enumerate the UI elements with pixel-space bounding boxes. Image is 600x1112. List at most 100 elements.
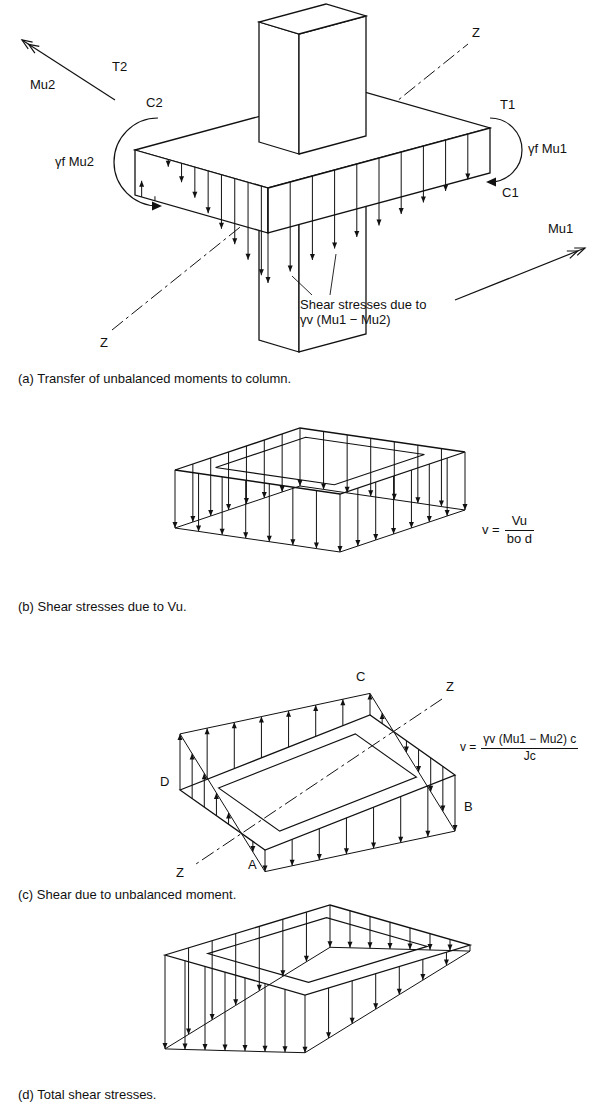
corner-label: C — [356, 670, 365, 685]
shear-arrow — [334, 170, 335, 249]
total-shear-arrow-head — [263, 1046, 268, 1052]
axis-label: Z — [100, 336, 108, 351]
shear-arrow — [234, 179, 235, 245]
figure-caption: (a) Transfer of unbalanced moments to co… — [18, 372, 291, 387]
figure-caption: (b) Shear stresses due to Vu. — [18, 600, 187, 615]
uniform-shear-arrow — [429, 464, 430, 522]
total-shear-arrow-head — [223, 1045, 228, 1051]
leader-line — [330, 254, 336, 295]
uniform-shear-arrow-head — [267, 536, 272, 542]
uniform-shear-arrow — [269, 484, 270, 542]
shear-arrow-head — [266, 277, 271, 283]
uniform-shear-arrow — [300, 428, 301, 486]
total-shear-arrow-head — [448, 945, 453, 951]
total-shear-arrow — [165, 955, 166, 1049]
formula-text: bo d — [507, 532, 532, 547]
uniform-shear-arrow — [393, 476, 394, 534]
total-shear-arrow — [245, 978, 246, 1051]
uniform-shear-arrow-head — [290, 539, 295, 545]
moment-shear-arrow — [180, 734, 181, 790]
corner-label: D — [160, 775, 169, 790]
moment-arc — [490, 118, 522, 182]
uniform-shear-arrow — [340, 494, 341, 552]
moment-label: γf Mu1 — [528, 142, 567, 157]
total-shear-arrow — [328, 988, 329, 1038]
moment-shear-outline — [180, 715, 455, 850]
uniform-shear-arrow-head — [314, 543, 319, 549]
shear-arrow-head — [354, 231, 359, 237]
total-shear-arrow — [470, 945, 471, 951]
total-shear-arrow-head — [428, 944, 433, 950]
uniform-shear-arrow — [441, 449, 442, 507]
uniform-shear-arrow — [222, 477, 223, 535]
moment-shear-arrow — [400, 796, 401, 842]
force-label: C2 — [146, 96, 163, 111]
uniform-shear-envelope — [175, 486, 465, 552]
shear-arrow — [356, 164, 357, 237]
uniform-shear-arrow-head — [368, 490, 373, 496]
formula-text: Jc — [524, 750, 536, 764]
shear-arrow-head — [206, 207, 211, 213]
moment-shear-arrow-head — [425, 831, 430, 837]
shear-arrow-head — [288, 266, 293, 272]
moment-shear-arrow — [442, 766, 443, 811]
uniform-shear-inner-outline — [216, 437, 425, 485]
shear-arrow-head — [259, 269, 264, 275]
fraction-bar — [481, 748, 578, 749]
force-label: T1 — [500, 98, 515, 113]
force-label: T2 — [112, 60, 127, 75]
total-shear-arrow-head — [203, 1044, 208, 1050]
total-shear-arrow — [205, 966, 206, 1050]
force-label: C1 — [502, 186, 519, 201]
shear-arrow — [401, 152, 402, 214]
moment-arc-head — [486, 178, 496, 187]
shear-arrow — [423, 146, 424, 203]
uniform-shear-arrow-head — [243, 532, 248, 538]
uniform-shear-arrow-head — [392, 494, 397, 500]
uniform-shear-arrow — [210, 458, 211, 516]
total-shear-arrow-head — [388, 943, 393, 949]
total-shear-arrow — [330, 905, 331, 947]
shear-arrow-head — [377, 220, 382, 226]
total-shear-arrow — [305, 995, 306, 1053]
uniform-shear-arrow — [228, 452, 229, 510]
total-shear-arrow-head — [283, 1046, 288, 1052]
shear-arrow-head — [246, 254, 251, 260]
formula-text: γv (Mu1 − Mu2) c — [483, 733, 576, 747]
shear-arrow-head — [232, 238, 237, 244]
moment-vector — [22, 40, 115, 100]
total-shear-arrow — [265, 984, 266, 1052]
uniform-shear-outline — [175, 428, 465, 494]
shear-arrow — [248, 182, 249, 259]
total-shear-outline — [165, 905, 470, 995]
column-face — [259, 22, 299, 154]
shear-arrow-head — [139, 181, 144, 187]
moment-vector — [455, 248, 585, 300]
shear-arrow-head — [443, 185, 448, 191]
uniform-shear-arrow — [375, 482, 376, 540]
total-shear-arrow — [352, 981, 353, 1024]
total-shear-arrow — [282, 919, 283, 976]
moment-shear-inner-outline — [219, 734, 417, 831]
shear-arrow-head — [166, 161, 171, 167]
moment-vector-head — [567, 251, 578, 258]
shear-arrow — [268, 188, 269, 283]
uniform-shear-arrow — [282, 434, 283, 492]
shear-arrow — [290, 182, 291, 272]
uniform-shear-arrow-head — [298, 480, 303, 486]
uniform-shear-arrow — [175, 470, 176, 528]
moment-arc-head — [152, 202, 162, 211]
shear-arrow-head — [465, 174, 470, 180]
total-shear-arrow-head — [368, 942, 373, 948]
total-shear-arrow — [188, 948, 189, 1035]
shear-arrow-head — [310, 254, 315, 260]
total-shear-arrow — [306, 912, 307, 962]
total-shear-arrow-head — [348, 942, 353, 948]
total-shear-arrow-head — [183, 1043, 188, 1049]
moment-shear-arrow — [373, 807, 374, 848]
moment-shear-arrow — [234, 722, 235, 768]
corner-label: B — [464, 800, 473, 815]
column-face — [299, 16, 366, 154]
uniform-shear-arrow-head — [415, 497, 420, 503]
